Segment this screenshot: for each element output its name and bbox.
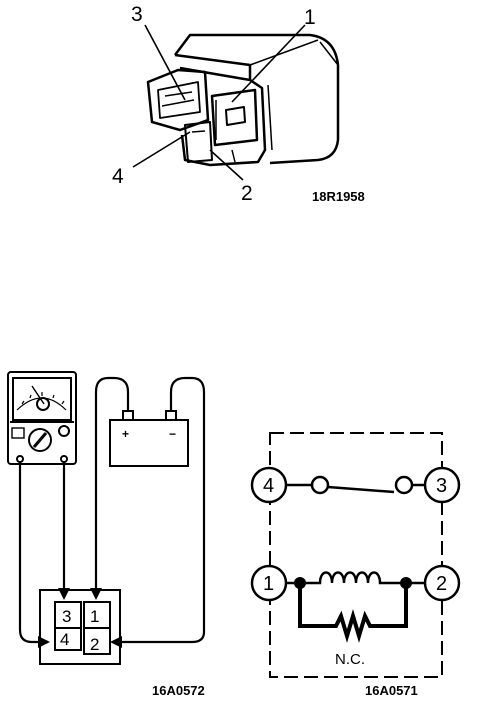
relay-callout-3: 3 — [131, 3, 143, 26]
relay-callout-1: 1 — [304, 6, 316, 29]
schematic-figure-code: 16A0571 — [365, 683, 418, 698]
relay-figure-code: 18R1958 — [312, 189, 365, 204]
relay-connector — [39, 589, 121, 665]
test-lead-arrows — [38, 588, 122, 648]
battery-plus-label: + — [122, 427, 129, 441]
schematic-terminal-3: 3 — [436, 475, 447, 497]
connector-pin-4: 4 — [60, 630, 69, 649]
schematic-terminal-2: 2 — [436, 573, 447, 595]
schematic-junction-left — [294, 577, 306, 589]
schematic-junction-right — [400, 577, 412, 589]
connector-pin-3: 3 — [62, 607, 71, 626]
relay-illustration — [146, 33, 340, 167]
relay-leader-lines — [132, 24, 306, 181]
schematic-coil-circuit — [286, 571, 425, 643]
schematic-terminal-1: 1 — [263, 573, 274, 595]
schematic-terminal-4: 4 — [263, 475, 274, 497]
connector-pin-1: 1 — [90, 607, 99, 626]
schematic-switch — [286, 475, 425, 495]
connector-pin-2: 2 — [90, 635, 99, 654]
schematic-housing-outline — [269, 432, 443, 678]
battery-minus-label: − — [169, 427, 176, 441]
relay-callout-4: 4 — [112, 165, 124, 188]
test-setup-figure-code: 16A0572 — [152, 683, 205, 698]
ohmmeter — [7, 371, 77, 465]
test-leads — [18, 376, 206, 644]
relay-callout-2: 2 — [241, 182, 253, 205]
schematic-nc-label: N.C. — [335, 651, 365, 668]
schematic-terminals — [250, 466, 461, 602]
